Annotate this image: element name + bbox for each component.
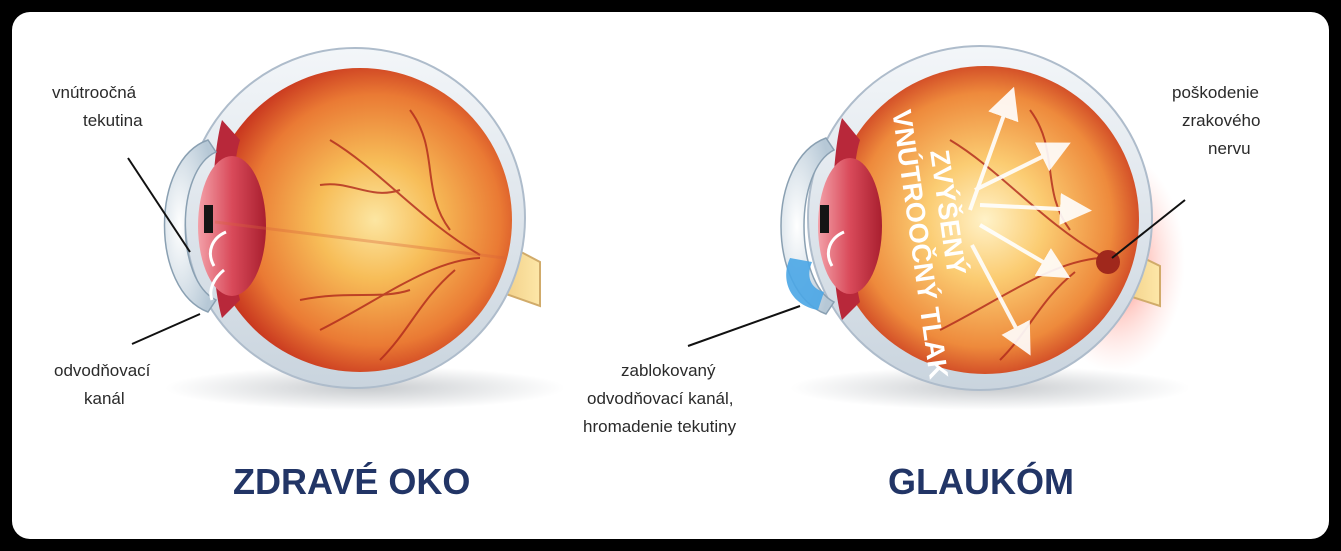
glaucoma-eye-title: GLAUKÓM xyxy=(888,460,1074,502)
label-nerve-line1: poškodenie xyxy=(1172,83,1259,102)
healthy-eye xyxy=(165,48,566,410)
healthy-iris xyxy=(204,205,213,233)
label-drain-line2: kanál xyxy=(84,389,125,408)
label-blocked-line2: odvodňovací kanál, xyxy=(587,389,734,408)
diagram: vnútroočná tekutina odvodňovací kanál ZD… xyxy=(12,12,1329,539)
glaucoma-iris xyxy=(820,205,829,233)
label-nerve-line3: nervu xyxy=(1208,139,1251,158)
label-fluid-line2: tekutina xyxy=(83,111,143,130)
label-blocked-line1: zablokovaný xyxy=(621,361,716,380)
panel: vnútroočná tekutina odvodňovací kanál ZD… xyxy=(12,12,1329,539)
healthy-eye-title: ZDRAVÉ OKO xyxy=(233,461,470,502)
label-nerve-line2: zrakového xyxy=(1182,111,1260,130)
blocked-pointer-line xyxy=(688,306,800,346)
glaucoma-eye: ZVÝŠENÝ VNÚTROOČNÝ TLAK xyxy=(781,46,1190,410)
drain-pointer-line xyxy=(132,314,200,344)
label-fluid-line1: vnútroočná xyxy=(52,83,137,102)
label-blocked-line3: hromadenie tekutiny xyxy=(583,417,737,436)
label-drain-line1: odvodňovací xyxy=(54,361,151,380)
